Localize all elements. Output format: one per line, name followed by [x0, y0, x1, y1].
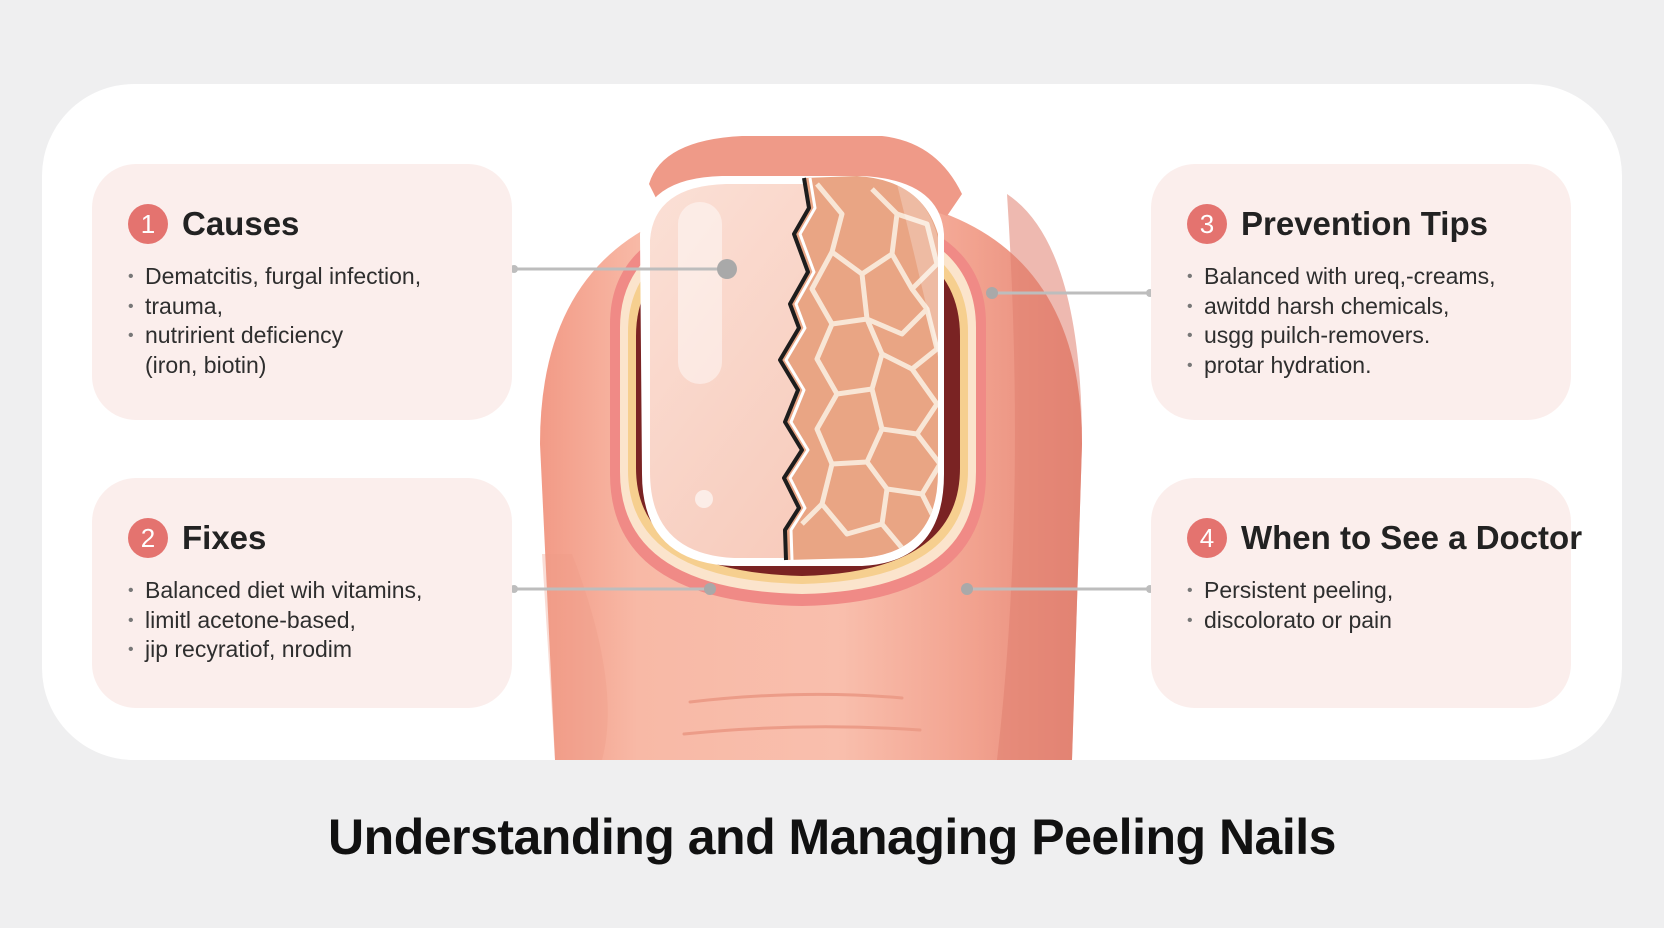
connector-lines [510, 259, 1154, 595]
finger-nail-illustration [510, 136, 1154, 760]
connector-dot [704, 583, 716, 595]
panel-title: Fixes [182, 519, 267, 556]
panel-fixes: 2 Fixes •Balanced diet wih vitamins, •li… [92, 478, 512, 708]
doctor-list: •Persistent peeling, •discolorato or pai… [1187, 576, 1539, 635]
panel-title: Prevention Tips [1241, 205, 1488, 242]
number-badge: 3 [1187, 204, 1227, 244]
panel-when-to-see-doctor: 4 When to See a Doctor •Persistent peeli… [1151, 478, 1582, 708]
list-item: •Dematcitis, furgal infection, [128, 263, 422, 289]
fixes-list: •Balanced diet wih vitamins, •limitl ace… [128, 576, 480, 665]
number-badge: 4 [1187, 518, 1227, 558]
knuckle-wrinkles [682, 692, 922, 736]
panel-title: Causes [182, 205, 300, 242]
list-item: •trauma, [128, 292, 223, 319]
list-item: •usgg puilch-removers. [1187, 322, 1431, 348]
panel-header: 4 When to See a Doctor [1187, 516, 1582, 560]
panel-causes: 1 Causes •Dematcitis, furgal infection, … [92, 164, 512, 420]
page-title: Understanding and Managing Peeling Nails [328, 809, 1336, 865]
panel-header: 3 Prevention Tips [1187, 202, 1539, 246]
causes-list: •Dematcitis, furgal infection, •trauma, … [128, 262, 480, 380]
peeling-texture [780, 176, 938, 560]
list-item: •limitl acetone-based, [128, 606, 356, 633]
crack-line [778, 177, 811, 561]
connector-dot [986, 287, 998, 299]
nail-gloss-dot [695, 490, 713, 508]
list-item: •Balanced with ureq,-creams, [1187, 263, 1496, 289]
list-item: •nutririent deficiency [128, 322, 344, 348]
list-item: (iron, biotin) [145, 351, 267, 378]
content-card: 1 Causes •Dematcitis, furgal infection, … [42, 84, 1622, 760]
list-item: •jip recyratiof, nrodim [128, 636, 353, 662]
nail-highlight [678, 202, 722, 384]
connector-dot [961, 583, 973, 595]
connector-dot [717, 259, 737, 279]
panel-header: 2 Fixes [128, 516, 480, 560]
panel-header: 1 Causes [128, 202, 480, 246]
list-item: •Balanced diet wih vitamins, [128, 577, 423, 603]
panel-title: When to See a Doctor [1241, 519, 1583, 556]
list-item: •protar hydration. [1187, 351, 1372, 378]
number-badge: 1 [128, 204, 168, 244]
list-item: •discolorato or pain [1187, 606, 1392, 633]
prevention-list: •Balanced with ureq,-creams, •awitdd har… [1187, 262, 1539, 380]
panel-prevention-tips: 3 Prevention Tips •Balanced with ureq,-c… [1151, 164, 1571, 420]
list-item: •awitdd harsh chemicals, [1187, 292, 1450, 319]
number-badge: 2 [128, 518, 168, 558]
list-item: •Persistent peeling, [1187, 577, 1394, 603]
